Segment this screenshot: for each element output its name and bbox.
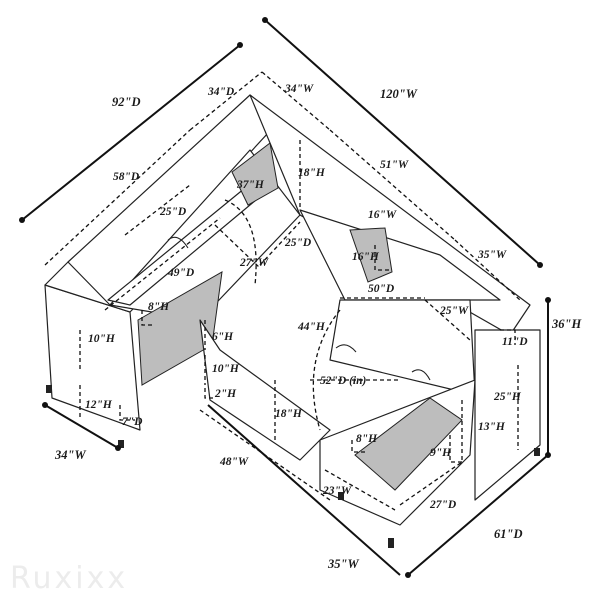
label-25d-mid: 25"D (284, 237, 312, 249)
dim-dash-25d-mid (259, 221, 301, 266)
pillow-left (231, 142, 279, 206)
label-61d: 61"D (494, 527, 522, 541)
chaise-front (199, 319, 331, 461)
label-11d: 11"D (502, 336, 528, 348)
leg (388, 538, 394, 548)
label-36h: 36"H (551, 317, 582, 331)
dim-bracket-9h (449, 435, 462, 463)
dim-bracket-11d (500, 329, 516, 345)
dim-dash-49d (104, 217, 221, 311)
label-37h: 37"H (236, 179, 265, 191)
label-92d: 92"D (112, 95, 140, 109)
label-12h: 12"H (85, 399, 113, 411)
label-6h: 6"H (212, 331, 234, 343)
right-back-cushion (299, 209, 501, 301)
label-7d: 7"D (122, 416, 143, 428)
label-34w-top: 34"W (284, 83, 314, 95)
dim-line-92d (21, 44, 241, 221)
dim-dash-58d (44, 129, 191, 266)
label-16h: 16"H (352, 251, 380, 263)
label-10h-mid: 10"H (212, 363, 240, 375)
label-25d: 25"D (159, 206, 187, 218)
sofa-illustration (44, 94, 541, 548)
label-25h-right: 25"H (493, 391, 522, 403)
label-2h: 2"H (214, 388, 237, 400)
dim-bracket-7d (119, 405, 135, 421)
watermark: Ruxixx (10, 561, 128, 596)
label-18h-corner: 18"H (298, 167, 326, 179)
label-35w-bottom: 35"W (327, 557, 359, 571)
label-9h: 9"H (430, 447, 452, 459)
label-18h-side: 18"H (275, 408, 303, 420)
label-58d: 58"D (113, 171, 140, 183)
leg (338, 492, 344, 500)
leg (118, 440, 124, 448)
label-16w: 16"W (368, 209, 397, 221)
dim-dash-27w (214, 224, 261, 269)
dim-line-61d (407, 454, 549, 576)
label-49d: 49"D (167, 267, 195, 279)
hinge-arc (167, 236, 189, 249)
hinge-arc (335, 344, 357, 353)
label-23w: 23"W (322, 485, 352, 497)
label-27d: 27"D (429, 499, 457, 511)
dim-dash-34w (261, 71, 331, 131)
pillow-right (349, 227, 393, 283)
label-27w: 27"W (239, 257, 269, 269)
dim-bracket-16h (374, 245, 390, 271)
label-51w: 51"W (380, 159, 409, 171)
dim-dash-34d (189, 71, 263, 131)
label-52d-in: 52"D (in) (320, 375, 366, 387)
dim-dash-48w (199, 409, 331, 501)
dim-dash-27d (399, 461, 463, 506)
label-44h: 44"H (297, 321, 326, 333)
right-storage-compartment (354, 397, 463, 491)
leg (46, 385, 52, 393)
dim-bracket-8h-right (351, 440, 365, 453)
label-120w: 120"W (380, 87, 418, 101)
dim-dash-25w (424, 299, 471, 341)
label-25w: 25"W (439, 305, 469, 317)
dim-arc-37h (224, 199, 257, 286)
dim-bracket-2h (204, 388, 215, 399)
label-13h: 13"H (478, 421, 506, 433)
label-8h-right: 8"H (356, 433, 378, 445)
dim-line-120w (264, 19, 541, 266)
label-48w: 48"W (219, 456, 249, 468)
label-35w-right: 35"W (477, 249, 507, 261)
label-50d: 50"D (368, 283, 395, 295)
label-34d-top: 34"D (207, 86, 235, 98)
dimension-labels: 92"D 120"W 34"D 34"W 58"D 25"D 37"H 18"H… (54, 83, 582, 571)
dim-bracket-8h-left (141, 310, 155, 326)
label-10h-left: 10"H (88, 333, 116, 345)
dim-line-34w (44, 404, 119, 449)
dimension-lines (19, 17, 551, 578)
dim-line-35w (207, 404, 401, 576)
dim-dash-35w (454, 239, 521, 301)
hinge-arc (411, 369, 431, 381)
right-arm (474, 329, 541, 501)
label-8h-left: 8"H (148, 301, 170, 313)
label-34w-left: 34"W (54, 448, 86, 462)
leg (534, 448, 540, 456)
